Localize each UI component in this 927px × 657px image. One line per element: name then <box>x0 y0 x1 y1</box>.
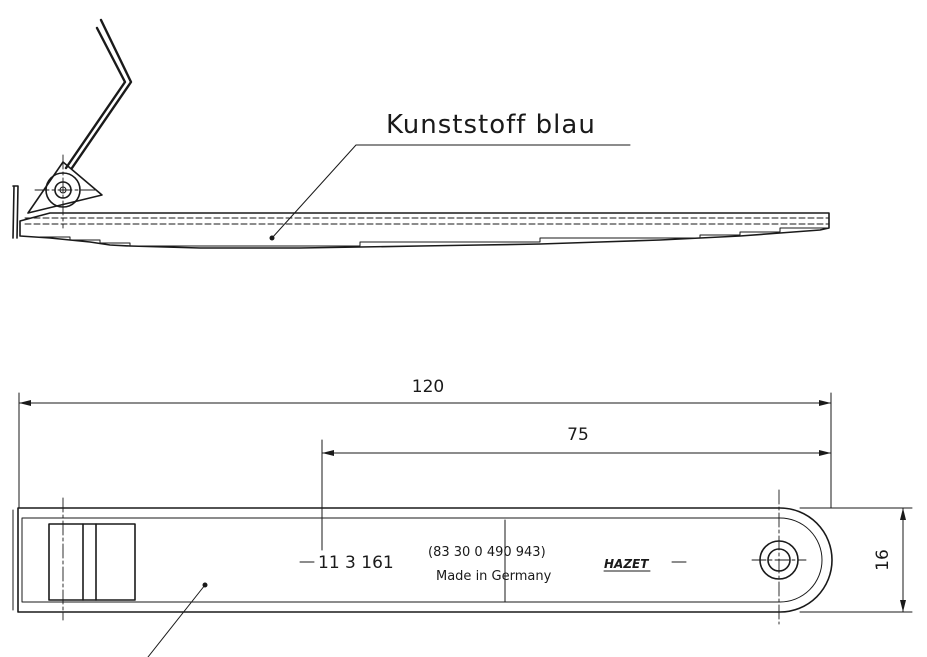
brand-logo: HAZET <box>604 557 649 571</box>
hook-tip <box>12 185 19 239</box>
hinge-block <box>48 523 136 601</box>
body-leader <box>147 584 206 657</box>
arrow-right-75 <box>819 450 831 456</box>
origin-text: Made in Germany <box>436 569 552 584</box>
top-view: 120 75 16 11 3 161 (83 30 0 490 <box>12 377 913 657</box>
material-leader <box>271 144 631 239</box>
side-view: Kunststoff blau <box>12 18 830 249</box>
body-leader-dot <box>202 582 208 588</box>
dim-text-16: 16 <box>873 549 893 571</box>
body-outline <box>19 212 830 249</box>
dim-text-120: 120 <box>412 377 444 397</box>
top-body-outline <box>17 507 833 613</box>
arrow-left-120 <box>19 400 31 406</box>
arrow-bottom-16 <box>900 600 906 612</box>
wire-handle <box>64 18 133 170</box>
leader-dot <box>269 235 275 241</box>
body-steps <box>39 227 830 247</box>
pivot-bracket <box>27 161 103 214</box>
arrow-top-16 <box>900 508 906 520</box>
material-label: Kunststoff blau <box>386 110 596 140</box>
part-code: (83 30 0 490 943) <box>428 545 546 560</box>
article-number: 11 3 161 <box>318 553 394 573</box>
top-body-inner <box>21 517 823 603</box>
arrow-left-75 <box>322 450 334 456</box>
arrow-right-120 <box>819 400 831 406</box>
dim-text-75: 75 <box>567 425 589 445</box>
